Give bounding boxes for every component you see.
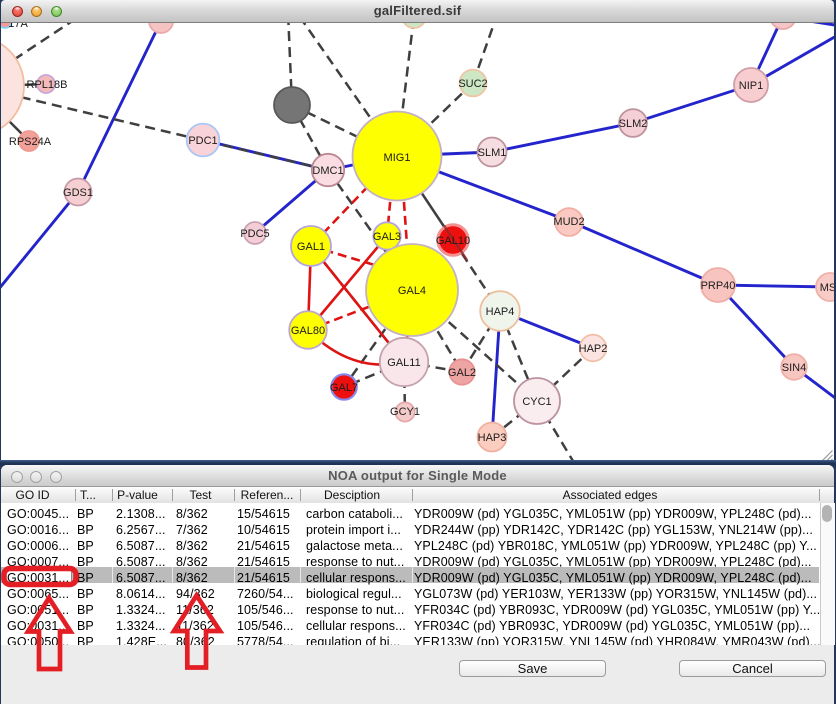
svg-text:RPS24A: RPS24A (9, 136, 52, 148)
svg-text:NIP1: NIP1 (739, 80, 763, 92)
svg-text:GAL11: GAL11 (387, 357, 420, 369)
svg-text:GAL2: GAL2 (448, 367, 476, 379)
svg-text:GDS1: GDS1 (63, 187, 93, 199)
svg-text:RPL18B: RPL18B (27, 79, 68, 91)
svg-text:GCY1: GCY1 (390, 406, 420, 418)
svg-text:GAL7: GAL7 (330, 382, 358, 394)
svg-text:GAL80: GAL80 (291, 325, 325, 337)
svg-text:GAL4: GAL4 (398, 285, 426, 297)
svg-text:SLM1: SLM1 (478, 147, 507, 159)
svg-text:PDC5: PDC5 (240, 228, 269, 240)
svg-text:GAL10: GAL10 (436, 235, 470, 247)
svg-text:GAL1: GAL1 (297, 241, 325, 253)
svg-text:PDC1: PDC1 (188, 135, 217, 147)
svg-text:SIN4: SIN4 (782, 362, 806, 374)
svg-text:17A: 17A (8, 23, 28, 30)
svg-text:HAP2: HAP2 (579, 343, 608, 355)
svg-text:DMC1: DMC1 (312, 165, 343, 177)
svg-text:MUD2: MUD2 (553, 216, 584, 228)
svg-text:MSN: MSN (820, 282, 834, 294)
svg-text:CYC1: CYC1 (522, 396, 551, 408)
svg-text:SUC2: SUC2 (458, 78, 487, 90)
svg-text:PRP40: PRP40 (701, 280, 736, 292)
svg-text:GAL3: GAL3 (373, 231, 401, 243)
svg-text:HAP4: HAP4 (486, 306, 515, 318)
svg-text:HAP3: HAP3 (478, 432, 507, 444)
svg-text:SLM2: SLM2 (619, 118, 648, 130)
svg-text:MIG1: MIG1 (384, 152, 411, 164)
